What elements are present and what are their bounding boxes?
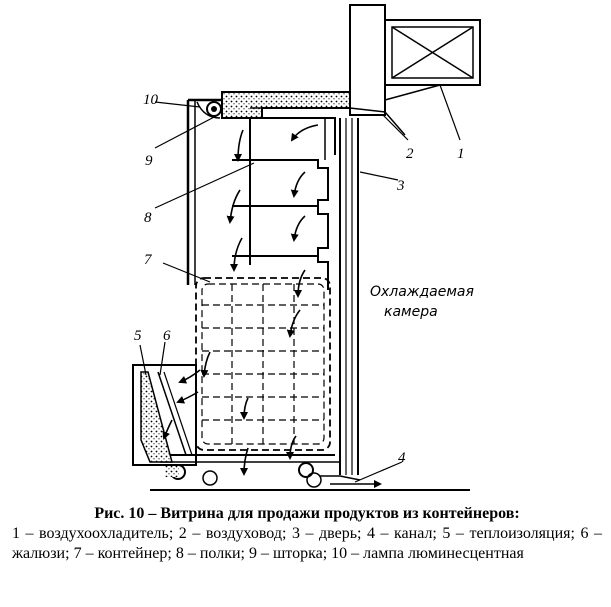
caption-title: Рис. 10 – Витрина для продажи продуктов … [94, 505, 520, 522]
label-1: 1 [457, 146, 465, 162]
lamp-and-curtain [196, 101, 222, 119]
container-base [160, 454, 340, 488]
label-2: 2 [406, 146, 414, 162]
label-6: 6 [163, 328, 171, 344]
label-7: 7 [144, 252, 153, 268]
chamber-label-line1: Охлаждаемая [370, 284, 474, 300]
label-4: 4 [398, 450, 406, 466]
airflow-arrows [162, 124, 319, 476]
front-insulation-and-louvers [132, 364, 197, 466]
leader-lines [139, 84, 461, 483]
label-8: 8 [144, 210, 152, 226]
caption-legend: 1 – воздухоохладитель; 2 – воздуховод; 3… [12, 525, 602, 562]
vitrine-diagram: 10 9 8 7 5 6 1 2 3 4 Охлаждаемая камера [132, 4, 481, 491]
container [195, 277, 331, 451]
label-3: 3 [396, 178, 405, 194]
label-5: 5 [134, 328, 142, 344]
label-10: 10 [143, 92, 159, 108]
label-9: 9 [145, 153, 153, 169]
door [339, 118, 359, 475]
figure-caption: Рис. 10 – Витрина для продажи продуктов … [12, 504, 602, 564]
air-cooler [349, 4, 481, 116]
channel [320, 475, 382, 488]
shelves [232, 117, 335, 290]
chamber-label-line2: камера [384, 304, 438, 320]
